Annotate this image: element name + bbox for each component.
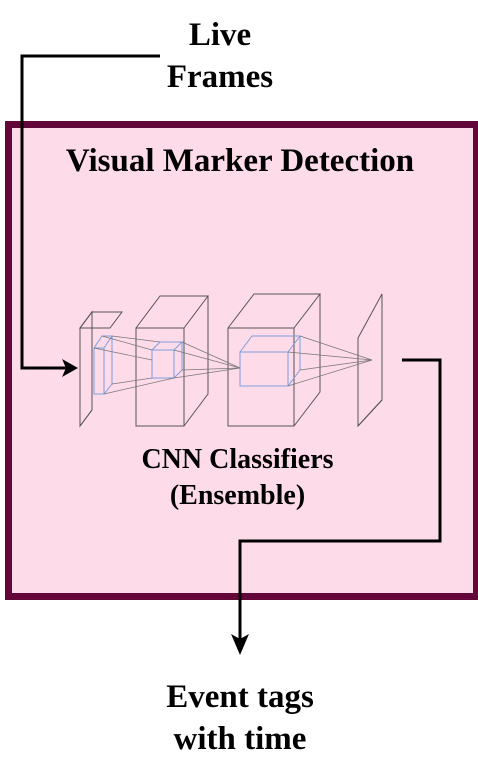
output-label-line1: Event tags [166, 679, 314, 715]
input-arrowhead-icon [62, 359, 78, 377]
module-title: Visual Marker Detection [65, 143, 415, 179]
output-arrow [238, 358, 442, 640]
model-caption: CNN Classifiers (Ensemble) [100, 442, 375, 514]
cnn-layer-1 [79, 310, 123, 428]
cnn-layer-1-front [79, 310, 93, 428]
input-label-line2: Frames [166, 59, 274, 95]
output-label: Event tags with time [100, 676, 380, 760]
model-caption-line1: CNN Classifiers [141, 444, 334, 475]
input-label-line1: Live [188, 17, 252, 53]
cnn-connections [93, 335, 373, 395]
cnn-kernel-2 [151, 341, 184, 379]
model-caption-line2: (Ensemble) [169, 480, 306, 511]
output-label-line2: with time [173, 721, 307, 757]
cnn-kernel-3 [239, 335, 301, 387]
cnn-layer-4 [357, 293, 383, 428]
visual-marker-detection-box [5, 121, 478, 600]
cnn-architecture-icon [79, 293, 383, 428]
cnn-layer-2 [135, 295, 209, 427]
input-arrow [20, 54, 160, 370]
cnn-kernel-1 [93, 335, 113, 395]
cnn-layer-3 [227, 293, 322, 427]
input-label: Live Frames [130, 14, 310, 98]
output-arrowhead-icon [231, 634, 249, 655]
